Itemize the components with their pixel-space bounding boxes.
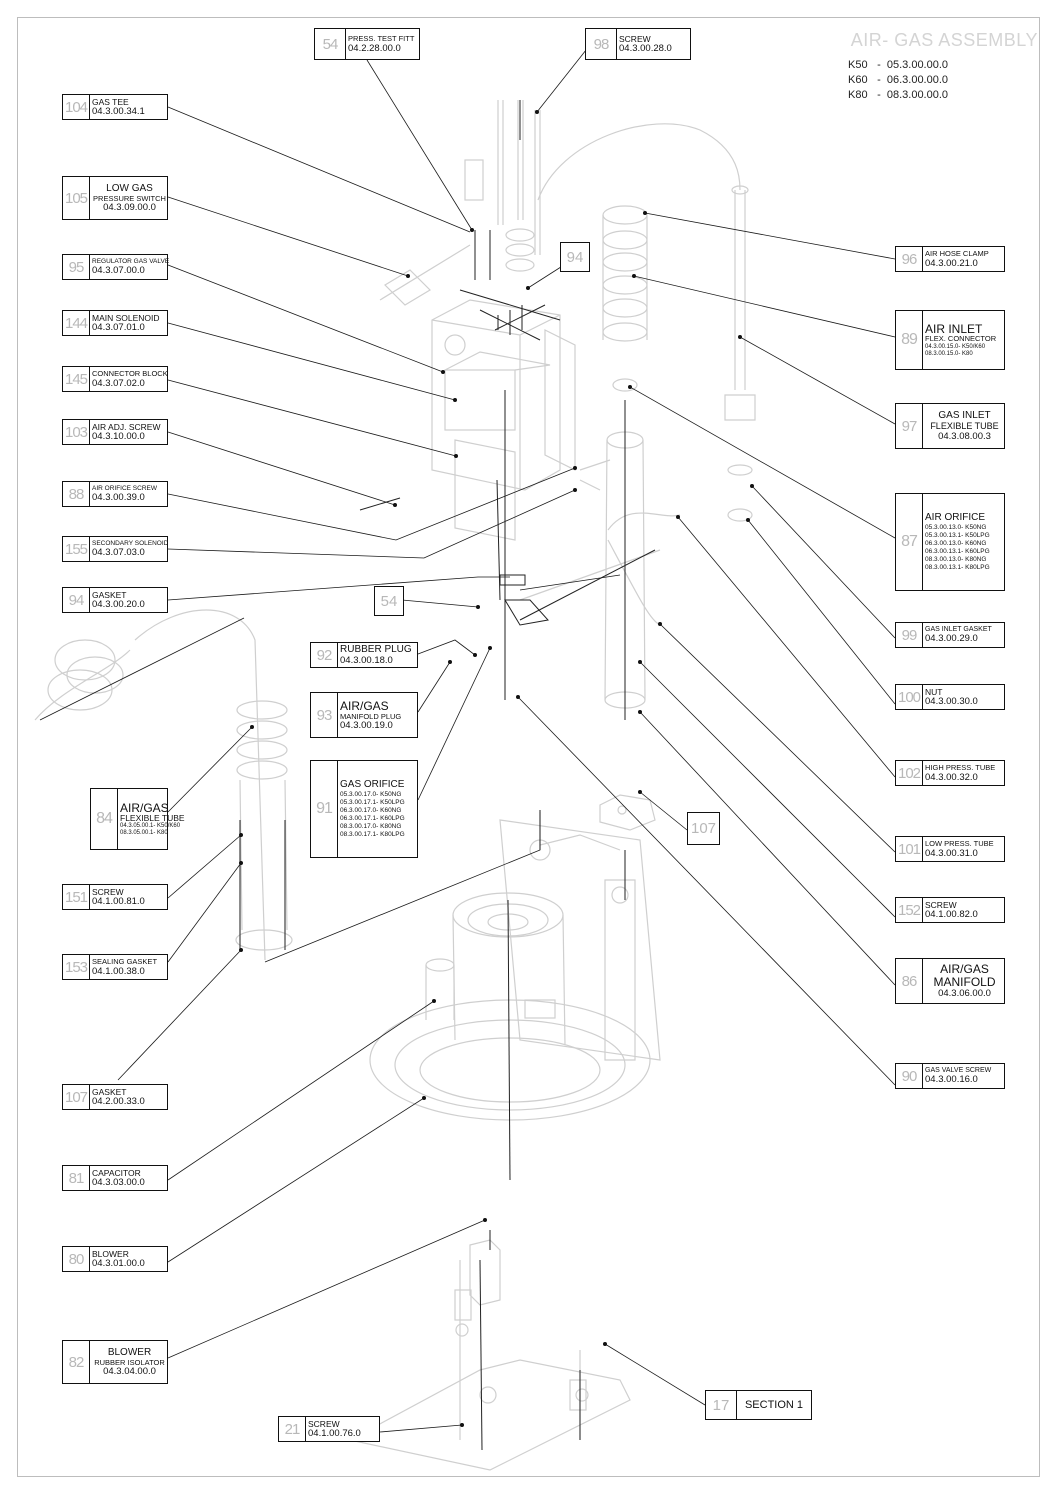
model-row: K60 - 06.3.00.00.0 bbox=[848, 74, 949, 86]
tag-107[interactable]: 107 bbox=[687, 812, 720, 845]
sheet-border bbox=[17, 17, 1040, 1477]
tag-94[interactable]: 94 bbox=[560, 242, 590, 272]
assembly-title: AIR- GAS ASSEMBLY bbox=[850, 30, 1038, 50]
section-label-box[interactable]: 17 SECTION 1 bbox=[705, 1390, 812, 1420]
model-code-list: K50 - 05.3.00.00.0 K60 - 06.3.00.00.0 K8… bbox=[848, 58, 948, 103]
tag-54[interactable]: 54 bbox=[374, 586, 404, 616]
model-row: K50 - 05.3.00.00.0 bbox=[848, 59, 949, 71]
model-row: K80 - 08.3.00.00.0 bbox=[848, 89, 949, 101]
